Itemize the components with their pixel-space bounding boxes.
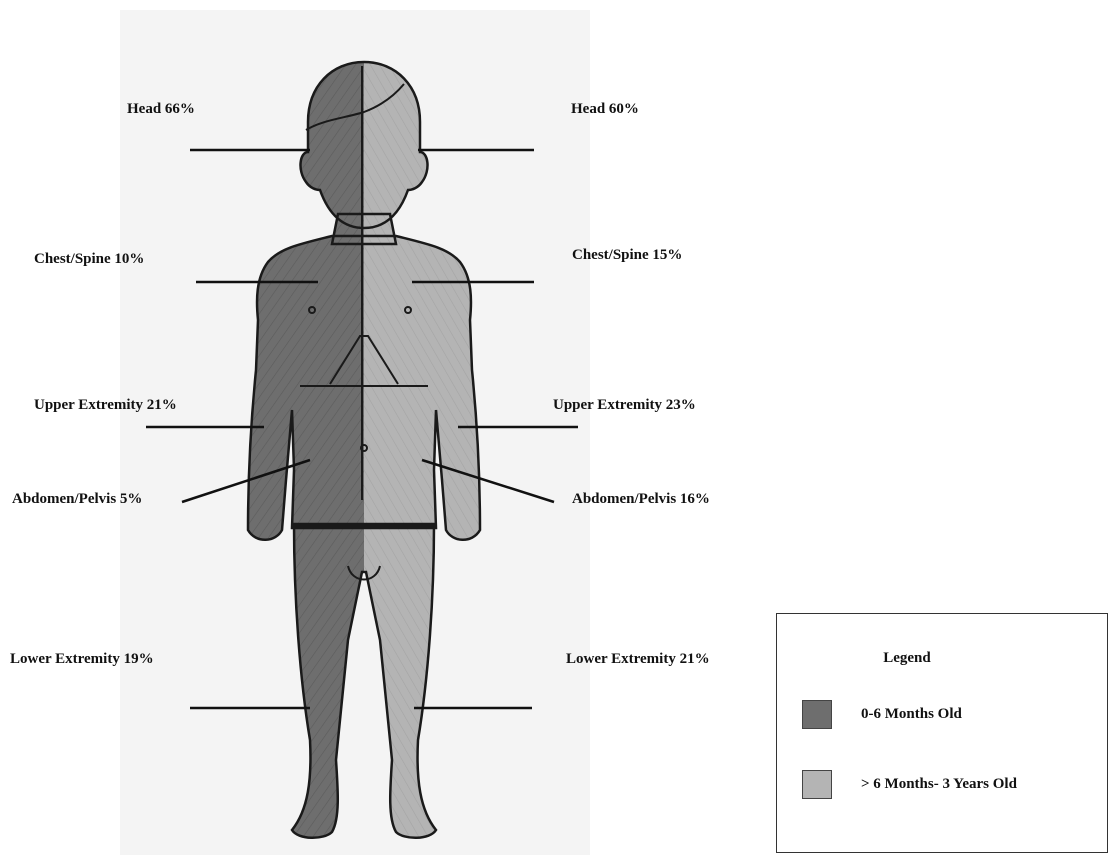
label-abdomen-right: Abdomen/Pelvis 16% bbox=[572, 490, 710, 508]
legend-label-0-6-months: 0-6 Months Old bbox=[861, 706, 962, 723]
label-head-right: Head 60% bbox=[571, 100, 639, 118]
label-upper-right: Upper Extremity 23% bbox=[553, 396, 696, 414]
label-lower-left: Lower Extremity 19% bbox=[10, 650, 154, 668]
label-chest-right: Chest/Spine 15% bbox=[572, 246, 682, 264]
label-head-left: Head 66% bbox=[127, 100, 195, 118]
label-upper-left: Upper Extremity 21% bbox=[34, 396, 177, 414]
legend-swatch-6-months-3-years bbox=[802, 770, 832, 799]
legend-swatch-0-6-months bbox=[802, 700, 832, 729]
label-abdomen-left: Abdomen/Pelvis 5% bbox=[12, 490, 142, 508]
label-chest-left: Chest/Spine 10% bbox=[34, 250, 144, 268]
legend-label-6-months-3-years: > 6 Months- 3 Years Old bbox=[861, 776, 1017, 793]
label-lower-right: Lower Extremity 21% bbox=[566, 650, 710, 668]
legend-title: Legend bbox=[777, 650, 1037, 667]
legend: Legend 0-6 Months Old > 6 Months- 3 Year… bbox=[776, 613, 1108, 853]
